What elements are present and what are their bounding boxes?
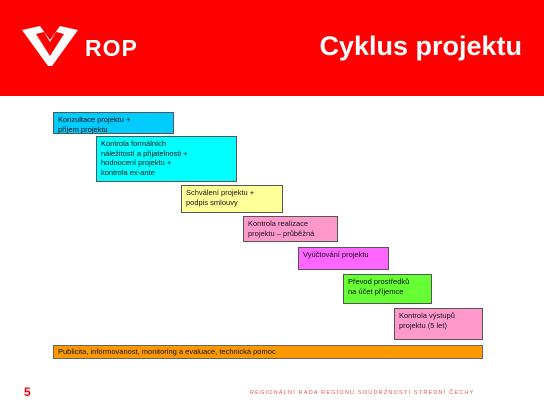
step-label: Převod prostředků na účet příjemce [348,277,410,296]
step-label: Kontrola výstupů projektu (5 let) [399,311,455,330]
step-output-check: Kontrola výstupů projektu (5 let) [394,308,483,340]
rop-logo-icon [22,26,78,66]
step-formal-check: Kontrola formálních náležitostí a přijat… [96,136,237,182]
footer-text: REGIONÁLNÍ RADA REGIONU SOUDRŽNOSTI STŘE… [250,390,475,396]
step-settlement: Vyúčtování projektu [298,247,389,270]
step-transfer: Převod prostředků na účet příjemce [343,274,432,304]
page-number: 5 [24,385,31,399]
header-bar: ROP Cyklus projektu [0,0,544,96]
step-label: Schválení projektu + podpis smlouvy [186,188,255,207]
step-approval: Schválení projektu + podpis smlouvy [181,185,283,213]
step-label: Kontrola realizace projektu – průběžná [248,219,315,238]
logo-text: ROP [85,35,138,61]
step-label: Vyúčtování projektu [303,250,369,259]
step-realization-check: Kontrola realizace projektu – průběžná [243,216,338,242]
step-label: Konzultace projektu + příjem projektu [58,115,131,134]
publicity-bar: Publicita, informovanost, monitoring a e… [53,345,483,359]
step-consultation: Konzultace projektu + příjem projektu [53,112,174,134]
page-title: Cyklus projektu [319,31,522,61]
step-label: Kontrola formálních náležitostí a přijat… [101,139,188,177]
